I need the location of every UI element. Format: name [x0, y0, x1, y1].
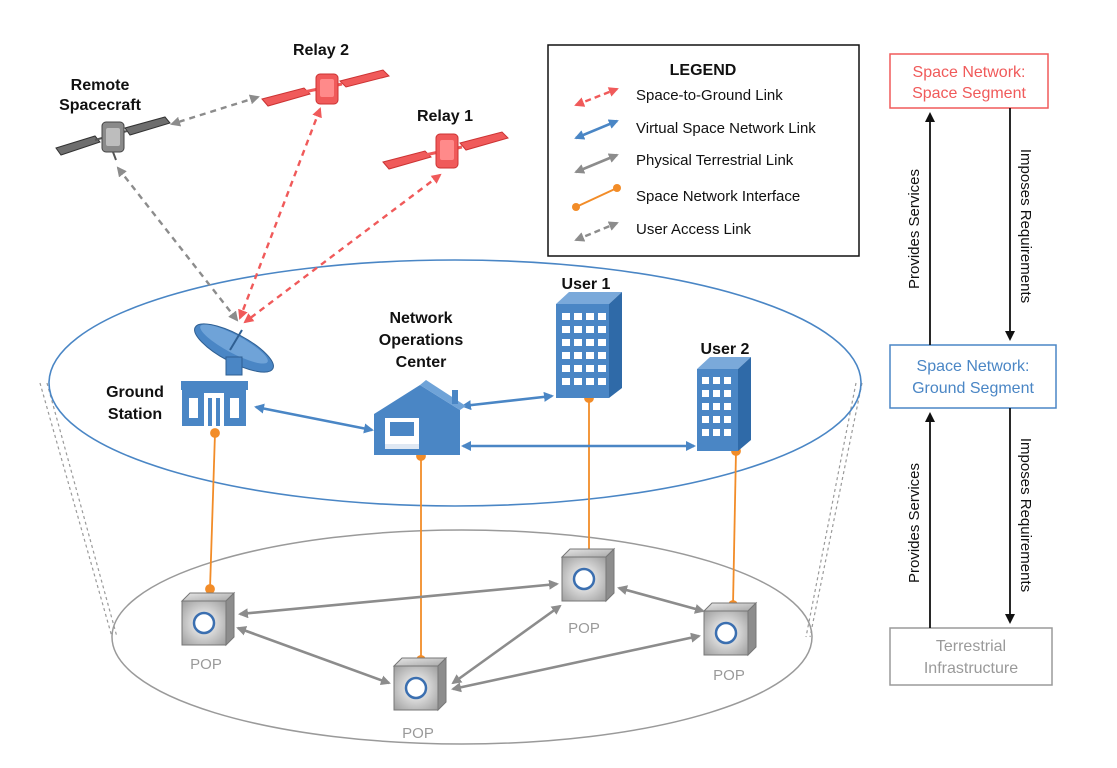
svg-text:Infrastructure: Infrastructure: [924, 660, 1018, 677]
legend-label-user-access: User Access Link: [636, 221, 752, 238]
legend: LEGEND Space-to-Ground Link Virtual Spac…: [547, 44, 860, 257]
pop-label: POP: [402, 725, 434, 742]
legend-label-physical-link: Physical Terrestrial Link: [636, 152, 794, 169]
pop-label: POP: [190, 656, 222, 673]
pop-label: POP: [713, 667, 745, 684]
network-operations-center-label: Network Operations Center: [379, 310, 464, 371]
ground-station-label: Ground Station: [106, 384, 164, 423]
svg-text:Operations: Operations: [379, 332, 464, 349]
relay-2-icon: [261, 69, 390, 107]
imposes-requirements-label-lower: Imposes Requirements: [1017, 438, 1034, 592]
network-operations-center-icon: [374, 380, 466, 455]
terrestrial-infrastructure-box: Terrestrial Infrastructure: [889, 627, 1053, 686]
svg-text:Space Network:: Space Network:: [917, 358, 1030, 375]
virtual-space-network-links: [254, 391, 696, 451]
svg-text:Spacecraft: Spacecraft: [59, 97, 141, 114]
user-2-label: User 2: [701, 341, 750, 358]
space-network-interfaces: [205, 393, 741, 665]
provides-services-label-upper: Provides Services: [906, 169, 923, 289]
ground-segment-ellipse: [48, 259, 862, 507]
pop-router-icon-3: [392, 656, 448, 712]
legend-label-space-to-ground: Space-to-Ground Link: [636, 87, 783, 104]
pop-router-icon-1: [180, 591, 236, 647]
legend-swatch-virtual-link: [574, 119, 619, 140]
ground-segment-box: Space Network: Ground Segment: [889, 344, 1057, 409]
space-segment-box: Space Network: Space Segment: [889, 53, 1049, 109]
svg-text:Remote: Remote: [71, 77, 130, 94]
legend-swatch-space-to-ground: [574, 87, 619, 107]
pop-label: POP: [568, 620, 600, 637]
relay-2-label: Relay 2: [293, 42, 349, 59]
svg-text:Center: Center: [396, 354, 447, 371]
legend-swatch-user-access: [574, 221, 619, 242]
pop-router-icon-4: [702, 601, 758, 657]
remote-spacecraft-label: Remote Spacecraft: [59, 77, 141, 114]
legend-label-virtual-link: Virtual Space Network Link: [636, 120, 816, 137]
pop-router-icon-2: [560, 547, 616, 603]
svg-text:Network: Network: [389, 310, 452, 327]
relay-1-label: Relay 1: [417, 108, 473, 125]
relay-1-icon: [382, 131, 509, 170]
imposes-requirements-label-upper: Imposes Requirements: [1017, 149, 1034, 303]
ground-station-building-icon: [181, 381, 248, 426]
svg-text:Station: Station: [108, 406, 162, 423]
space-to-ground-links: [238, 107, 442, 324]
legend-swatch-physical-link: [574, 153, 619, 174]
provides-services-label-lower: Provides Services: [906, 463, 923, 583]
user-1-building-icon: [556, 292, 622, 398]
svg-text:Ground: Ground: [106, 384, 164, 401]
svg-text:Ground Segment: Ground Segment: [912, 380, 1034, 397]
user-1-label: User 1: [562, 276, 611, 293]
svg-text:Space Network:: Space Network:: [913, 64, 1026, 81]
ellipse-connector-lines: [39, 382, 863, 638]
legend-title: LEGEND: [670, 62, 737, 79]
satellite-dish-icon: [194, 323, 274, 376]
remote-spacecraft-icon: [55, 116, 171, 161]
user-2-building-icon: [697, 357, 751, 451]
user-access-links: [116, 94, 260, 322]
hierarchy-arrows: [925, 108, 1015, 628]
physical-terrestrial-links: [236, 579, 705, 693]
svg-text:Space Segment: Space Segment: [912, 85, 1026, 102]
legend-label-interface: Space Network Interface: [636, 188, 800, 205]
legend-swatch-interface: [572, 184, 621, 211]
svg-text:Terrestrial: Terrestrial: [936, 638, 1006, 655]
